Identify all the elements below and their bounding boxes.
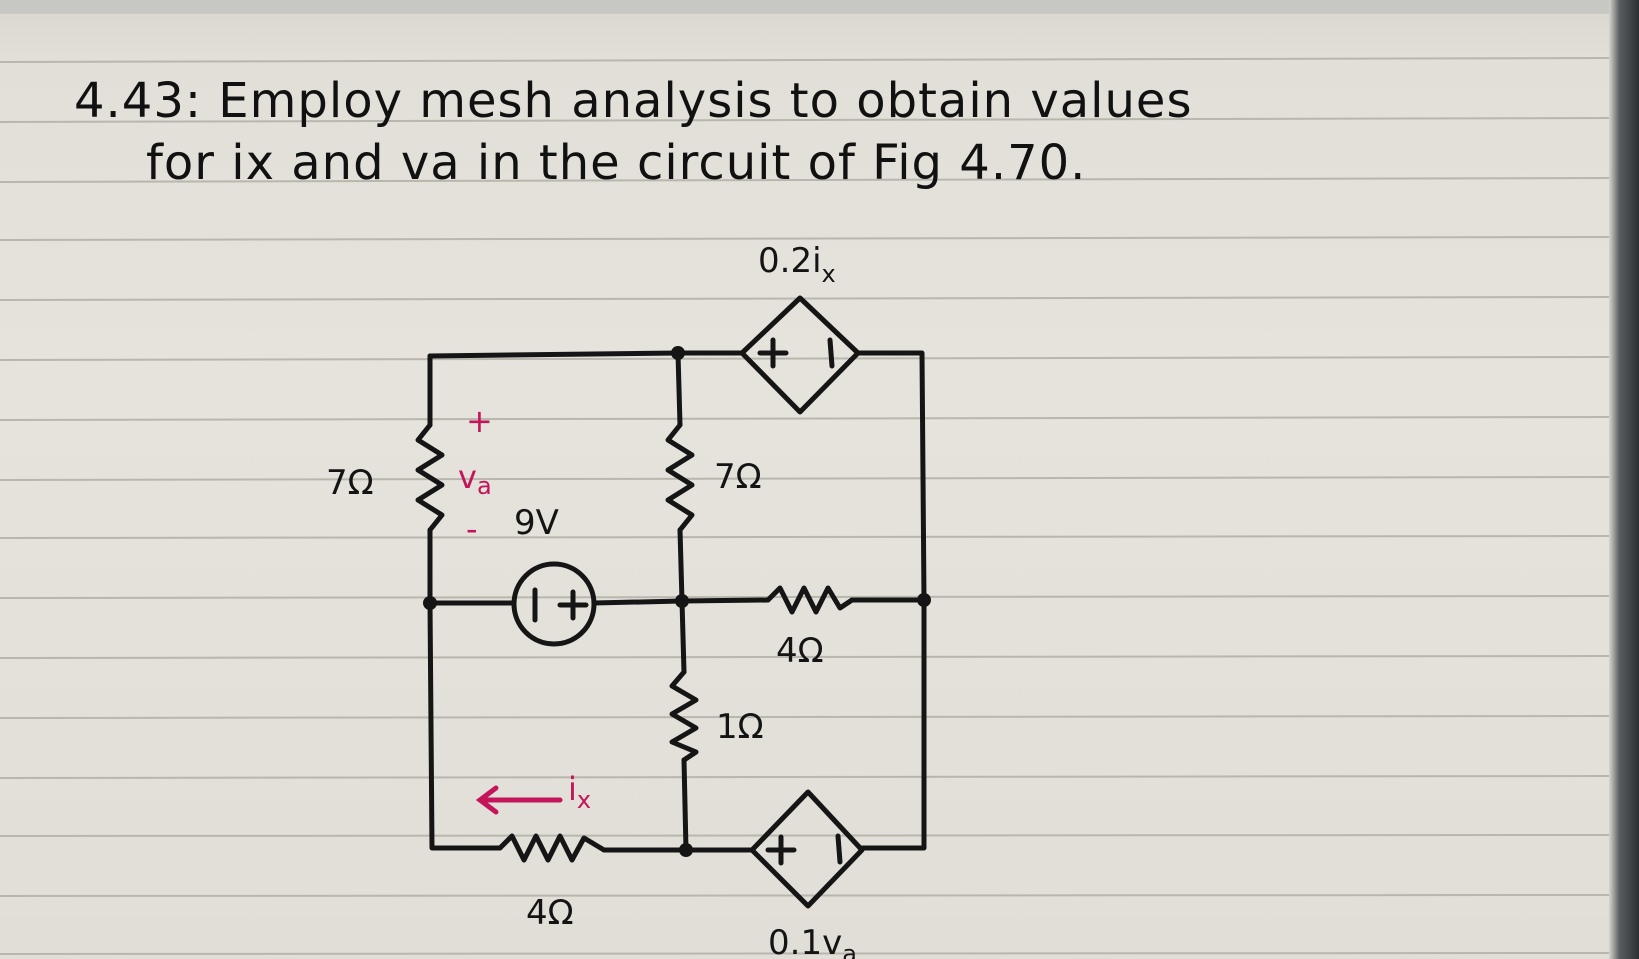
center-7ohm-resistor [665,422,695,533]
node-top-center [671,346,685,360]
problem-line-2: for ix and va in the circuit of Fig 4.70… [146,135,1087,191]
center-wire-top [675,350,683,428]
node-mid-center [675,594,689,608]
right-4ohm-resistor [765,585,855,615]
right-resistor-label: 4Ω [776,631,824,671]
bottom-4ohm-resistor [497,833,607,863]
right-wire-lower [857,597,927,851]
center-bottom-resistor-label: 1Ω [716,707,764,747]
va-minus-sign: - [466,510,478,548]
left-wire-bottom [427,600,503,851]
top-wire-right [855,350,927,603]
ix-label: ix [568,770,591,814]
top-dependent-minus [827,337,835,369]
center-1ohm-resistor [669,669,699,763]
node-mid-right [917,593,931,607]
problem-line-1: 4.43: Employ mesh analysis to obtain val… [74,73,1193,129]
mid-center-wire [591,598,685,606]
center-top-resistor-label: 7Ω [714,457,762,497]
node-mid-left [423,596,437,610]
screen-edge [1609,0,1639,959]
top-edge [0,0,1639,14]
bottom-source-label: 0.1va [768,923,857,959]
node-bottom-center [679,843,693,857]
bottom-resistor-label: 4Ω [526,893,574,933]
top-source-label: 0.2ix [758,241,836,288]
va-label: va [458,458,492,500]
voltage-source-plus-sign [557,589,589,621]
mid-right-wire [679,597,771,604]
center-wire-bottom [681,757,689,853]
va-plus-sign: + [466,402,493,440]
bottom-dependent-source-diamond [749,789,865,909]
problem-statement: 4.43: Employ mesh analysis to obtain val… [74,70,1604,194]
top-dependent-source-diamond [739,295,861,415]
bottom-dependent-minus [835,833,843,865]
left-resistor-label: 7Ω [326,463,374,503]
top-dependent-plus [757,337,789,369]
left-7ohm-resistor [415,422,445,533]
voltage-source-circle [511,561,597,647]
top-left-wire [427,350,681,359]
ix-arrow-head [475,785,499,815]
voltage-source-label: 9V [514,503,559,543]
bottom-dependent-plus [765,834,797,866]
